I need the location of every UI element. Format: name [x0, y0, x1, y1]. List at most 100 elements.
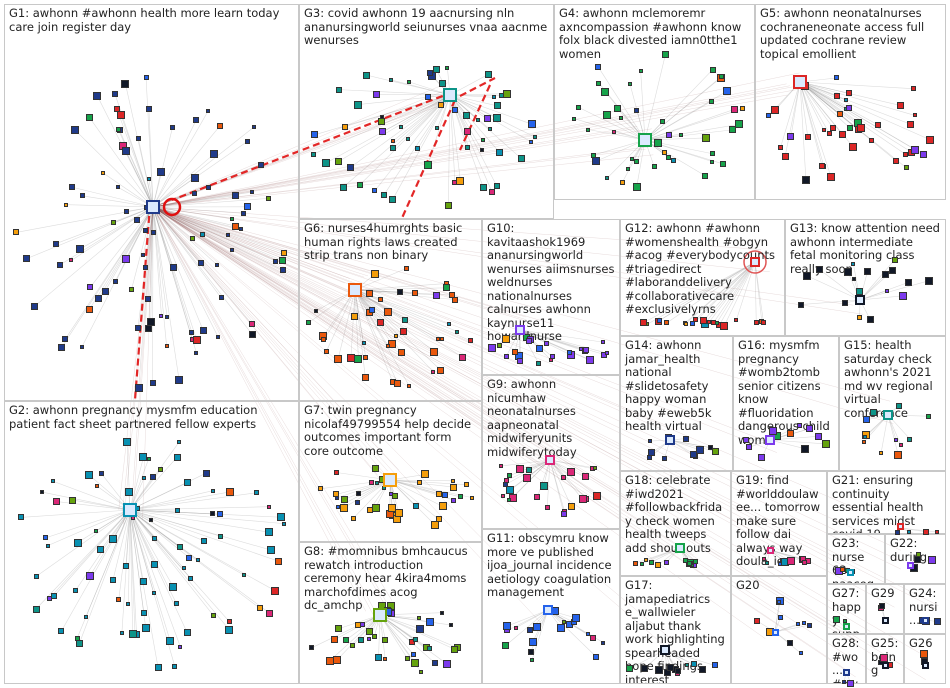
hub-node[interactable] — [543, 605, 553, 615]
node[interactable] — [111, 220, 117, 226]
hub-node[interactable] — [883, 410, 893, 420]
node[interactable] — [113, 278, 119, 284]
node[interactable] — [334, 354, 343, 363]
node[interactable] — [336, 504, 341, 509]
node[interactable] — [225, 625, 234, 634]
node[interactable] — [585, 356, 594, 365]
node[interactable] — [342, 637, 349, 644]
node[interactable] — [846, 124, 853, 131]
node[interactable] — [279, 267, 286, 274]
node[interactable] — [655, 561, 662, 568]
node[interactable] — [459, 353, 467, 361]
node[interactable] — [121, 79, 130, 88]
node[interactable] — [121, 254, 130, 263]
node[interactable] — [686, 560, 692, 566]
node[interactable] — [325, 656, 334, 665]
node[interactable] — [527, 627, 534, 634]
node[interactable] — [266, 504, 271, 509]
node[interactable] — [648, 439, 653, 444]
node[interactable] — [85, 470, 94, 479]
node[interactable] — [134, 325, 141, 332]
node[interactable] — [512, 348, 519, 355]
node[interactable] — [310, 151, 316, 157]
group-g4[interactable]: G4: awhonn mclemoremr axncompassion #awh… — [554, 4, 755, 200]
node[interactable] — [719, 73, 725, 79]
node[interactable] — [417, 480, 423, 486]
node[interactable] — [903, 165, 909, 171]
node[interactable] — [152, 535, 158, 541]
node[interactable] — [306, 320, 312, 326]
node[interactable] — [758, 454, 766, 462]
node[interactable] — [206, 109, 211, 114]
node[interactable] — [135, 136, 141, 142]
node[interactable] — [430, 347, 439, 356]
node[interactable] — [640, 319, 648, 327]
node[interactable] — [366, 637, 371, 642]
node[interactable] — [339, 503, 348, 512]
node[interactable] — [391, 139, 396, 143]
node[interactable] — [926, 135, 935, 144]
node[interactable] — [849, 143, 858, 152]
node[interactable] — [200, 231, 206, 237]
node[interactable] — [633, 560, 639, 566]
node[interactable] — [33, 573, 39, 579]
node[interactable] — [380, 115, 385, 120]
node[interactable] — [891, 256, 898, 263]
node[interactable] — [654, 138, 663, 147]
node[interactable] — [146, 456, 151, 461]
node[interactable] — [663, 560, 669, 566]
node[interactable] — [431, 521, 440, 530]
node[interactable] — [533, 623, 542, 632]
group-g29[interactable]: G29 — [866, 584, 904, 634]
node[interactable] — [502, 482, 508, 488]
node[interactable] — [557, 624, 566, 633]
node[interactable] — [333, 469, 339, 475]
node[interactable] — [499, 463, 504, 468]
hub-node[interactable] — [123, 503, 137, 517]
node[interactable] — [527, 648, 534, 655]
node[interactable] — [491, 95, 496, 100]
node[interactable] — [317, 486, 323, 492]
node[interactable] — [53, 240, 60, 247]
node[interactable] — [383, 657, 388, 662]
node[interactable] — [230, 216, 235, 221]
node[interactable] — [17, 514, 24, 521]
hub-node[interactable] — [846, 568, 854, 576]
node[interactable] — [879, 451, 884, 456]
node[interactable] — [267, 546, 276, 555]
node[interactable] — [644, 558, 649, 563]
node[interactable] — [69, 258, 74, 263]
hub-node[interactable] — [896, 522, 904, 530]
node[interactable] — [455, 329, 460, 334]
node[interactable] — [164, 343, 169, 348]
node[interactable] — [857, 314, 863, 320]
node[interactable] — [711, 447, 719, 455]
node[interactable] — [503, 622, 512, 631]
node[interactable] — [882, 270, 890, 278]
node[interactable] — [192, 335, 201, 344]
node[interactable] — [230, 247, 235, 252]
node[interactable] — [526, 466, 532, 473]
node[interactable] — [517, 358, 524, 365]
node[interactable] — [332, 656, 341, 665]
node[interactable] — [437, 366, 445, 374]
node[interactable] — [151, 591, 156, 596]
node[interactable] — [206, 185, 212, 191]
node[interactable] — [58, 628, 65, 635]
node[interactable] — [567, 502, 575, 510]
hub-node[interactable] — [638, 133, 652, 147]
node[interactable] — [438, 102, 445, 109]
node[interactable] — [592, 491, 601, 500]
node[interactable] — [464, 145, 470, 151]
node[interactable] — [709, 159, 714, 164]
node[interactable] — [217, 533, 223, 539]
node[interactable] — [112, 91, 119, 98]
node[interactable] — [123, 437, 132, 446]
node[interactable] — [536, 344, 544, 352]
node[interactable] — [175, 375, 184, 384]
node[interactable] — [578, 347, 583, 352]
node[interactable] — [193, 116, 200, 123]
node[interactable] — [832, 616, 840, 624]
node[interactable] — [198, 259, 205, 266]
node[interactable] — [359, 622, 365, 628]
